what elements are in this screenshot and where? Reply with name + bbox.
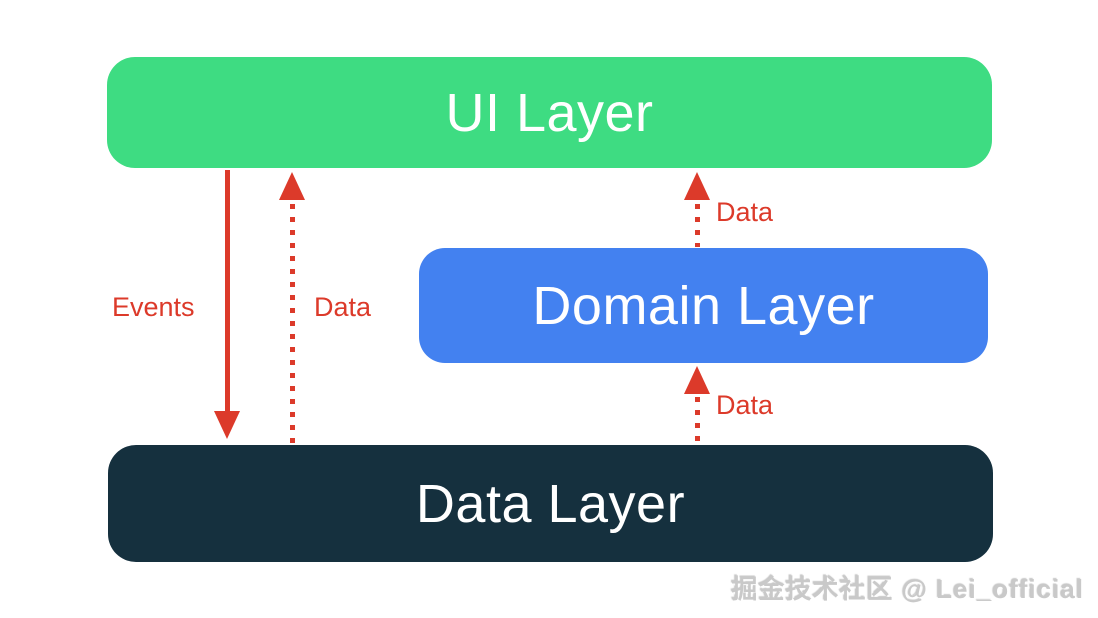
ui-layer-label: UI Layer [445, 82, 654, 143]
domain-layer-box: Domain Layer [419, 248, 988, 363]
watermark: 掘金技术社区 @ Lei_official [731, 574, 1084, 604]
data-layer-label: Data Layer [415, 473, 686, 534]
events-arrow-line [225, 170, 230, 413]
data-layer-box: Data Layer [108, 445, 993, 562]
data-upper-right-arrow-line [695, 204, 700, 247]
data-left-arrow-head-up-icon [279, 172, 305, 200]
data-lower-right-arrow-label: Data [716, 390, 774, 420]
data-upper-right-arrow-head-up-icon [684, 172, 710, 200]
ui-layer-box: UI Layer [107, 57, 992, 168]
events-arrow-head-down-icon [214, 411, 240, 439]
data-lower-right-arrow-line [695, 397, 700, 443]
events-arrow-label: Events [112, 292, 195, 322]
data-upper-right-arrow-label: Data [716, 197, 774, 227]
domain-layer-label: Domain Layer [532, 275, 875, 336]
data-left-arrow-label: Data [314, 292, 372, 322]
data-lower-right-arrow-head-up-icon [684, 366, 710, 394]
data-left-arrow-line [290, 204, 295, 443]
